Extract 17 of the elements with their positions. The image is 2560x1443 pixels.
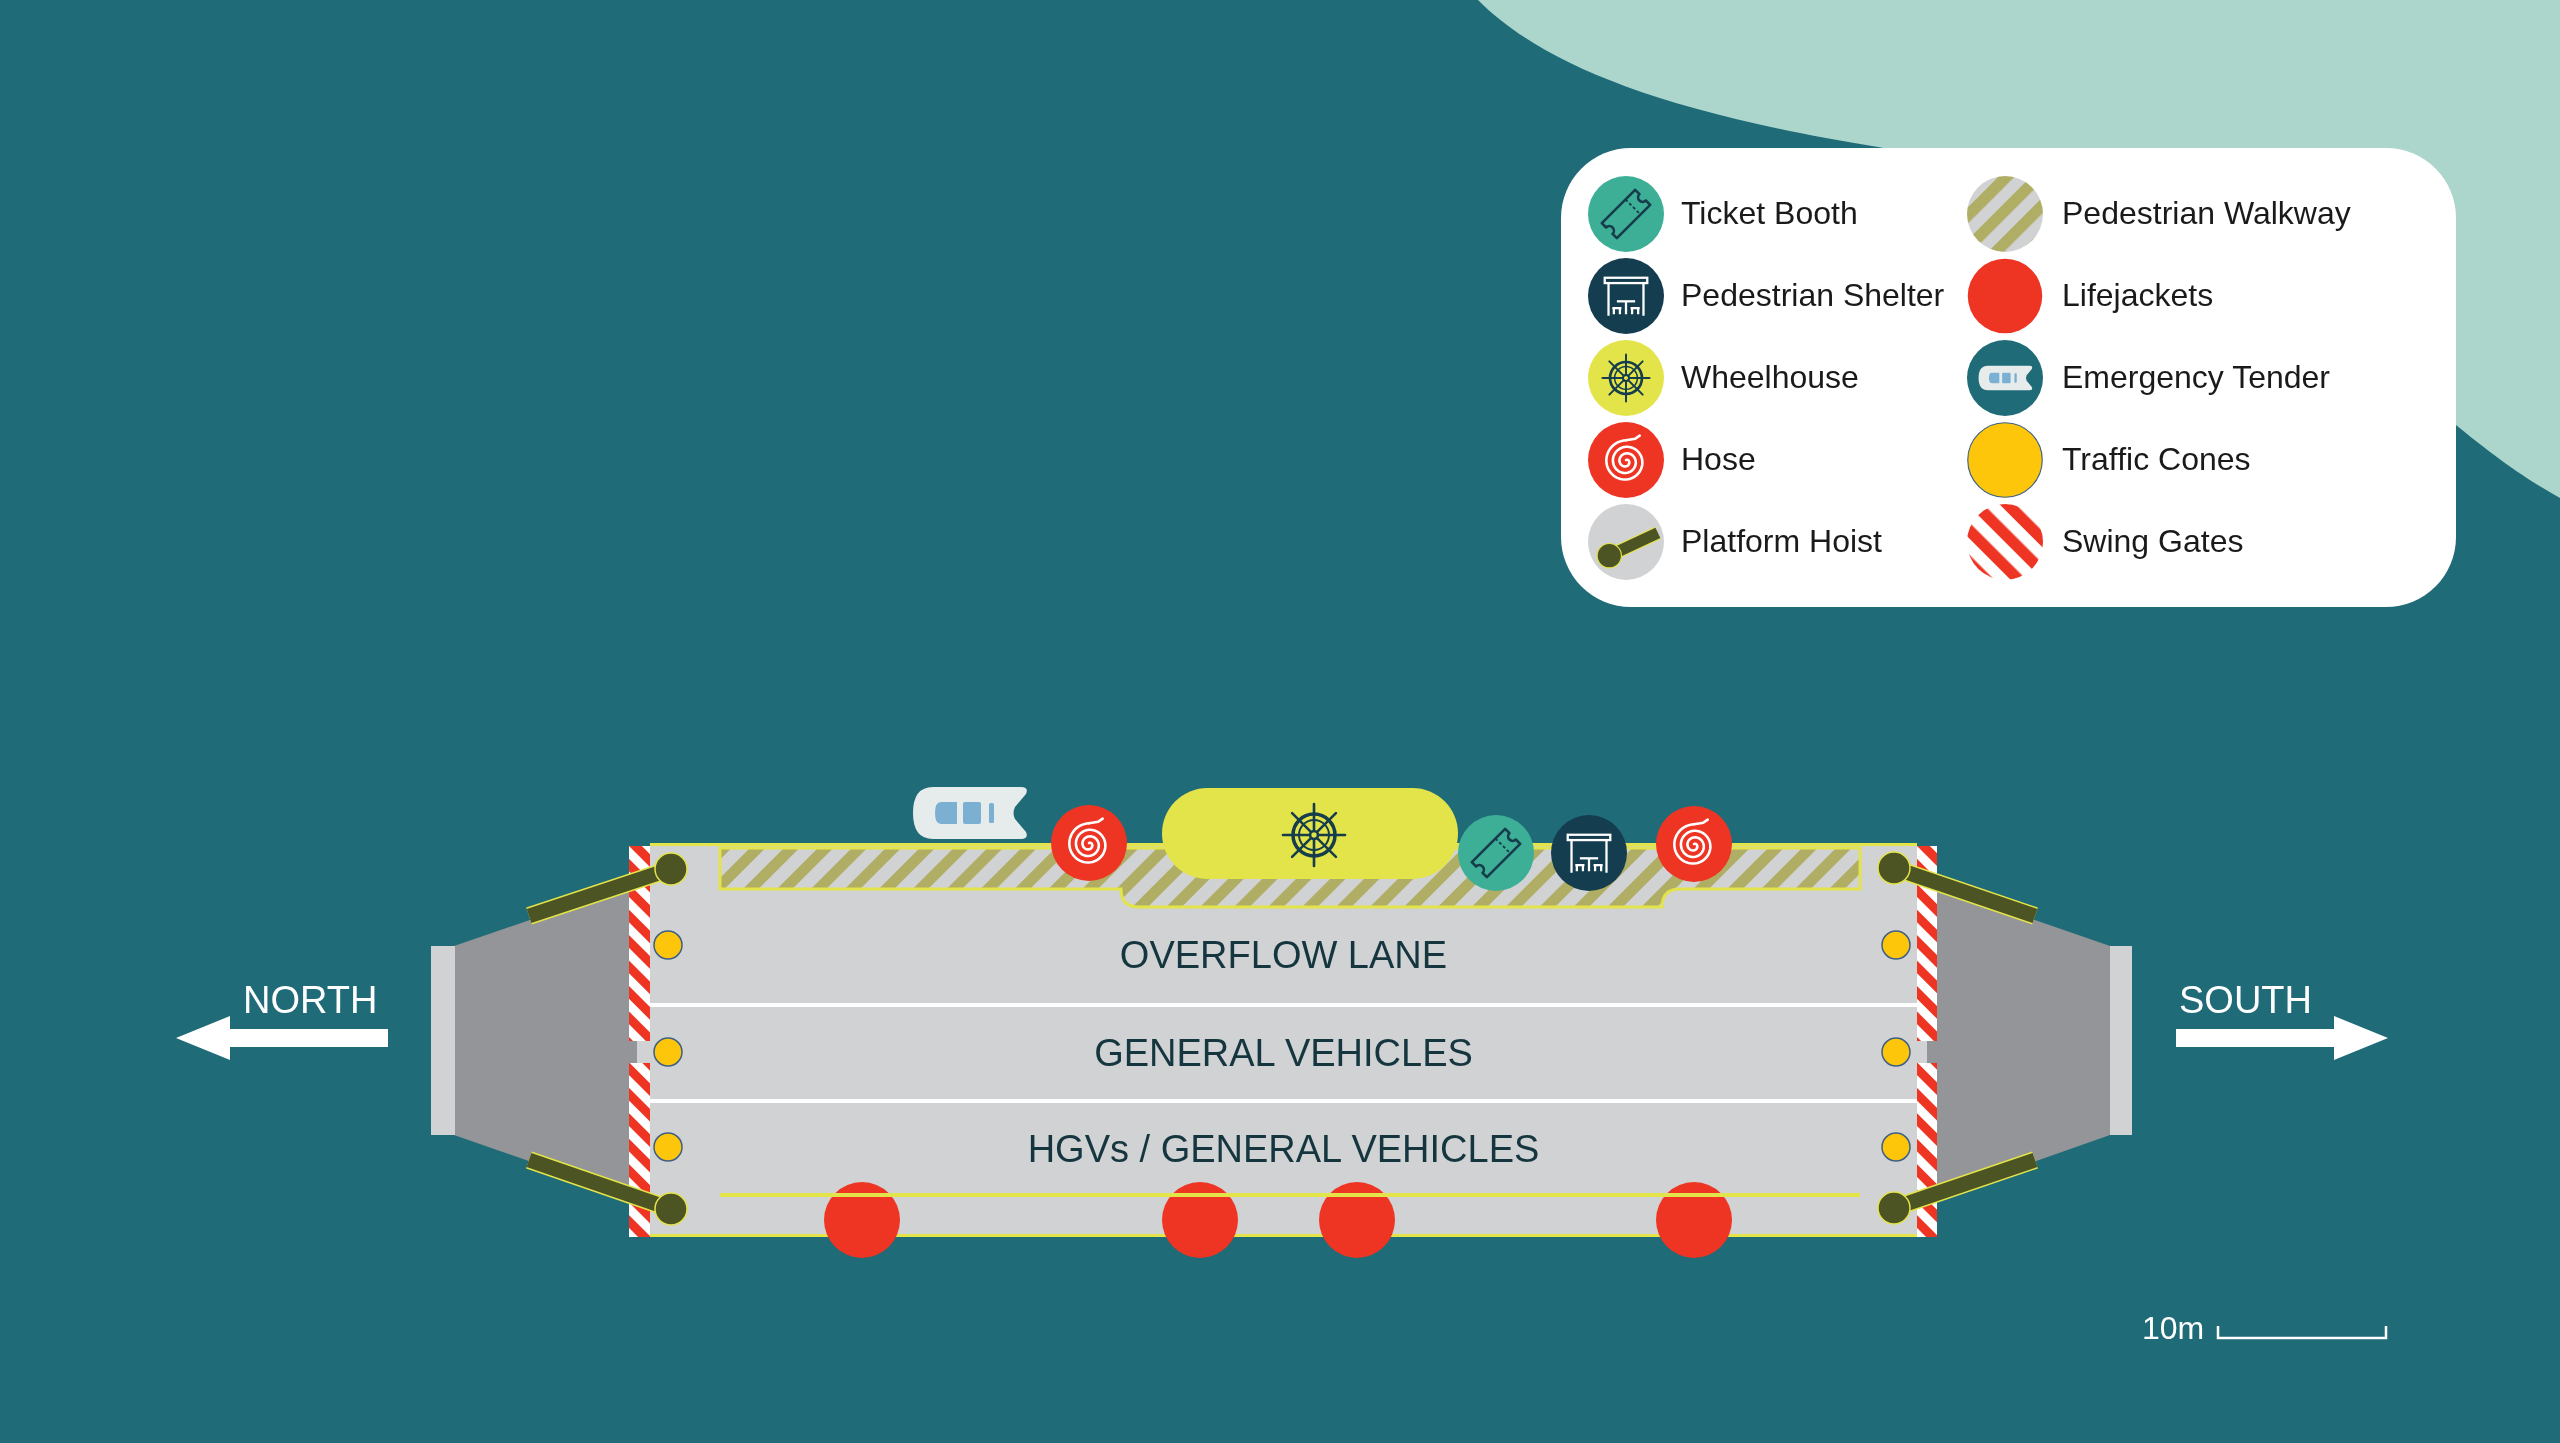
legend-label: Pedestrian Walkway: [2062, 197, 2351, 229]
direction-label: NORTH: [243, 981, 378, 1019]
lane-label: OVERFLOW LANE: [1119, 932, 1448, 978]
scale-label: 10m: [2142, 1312, 2205, 1344]
legend-label: Swing Gates: [2062, 525, 2244, 557]
legend-label: Emergency Tender: [2062, 361, 2330, 393]
traffic-lane: [650, 1007, 1917, 1099]
legend-label: Traffic Cones: [2062, 443, 2251, 475]
legend-label: Wheelhouse: [1681, 361, 1859, 393]
direction-label: SOUTH: [2179, 981, 2312, 1019]
lane-label: HGVs / GENERAL VEHICLES: [1027, 1126, 1540, 1172]
legend-label: Pedestrian Shelter: [1681, 279, 1945, 311]
legend-label: Hose: [1681, 443, 1756, 475]
lane-label: GENERAL VEHICLES: [1094, 1031, 1473, 1076]
legend-label: Lifejackets: [2062, 279, 2214, 311]
legend-label: Ticket Booth: [1681, 197, 1858, 229]
legend-label: Platform Hoist: [1681, 525, 1882, 557]
